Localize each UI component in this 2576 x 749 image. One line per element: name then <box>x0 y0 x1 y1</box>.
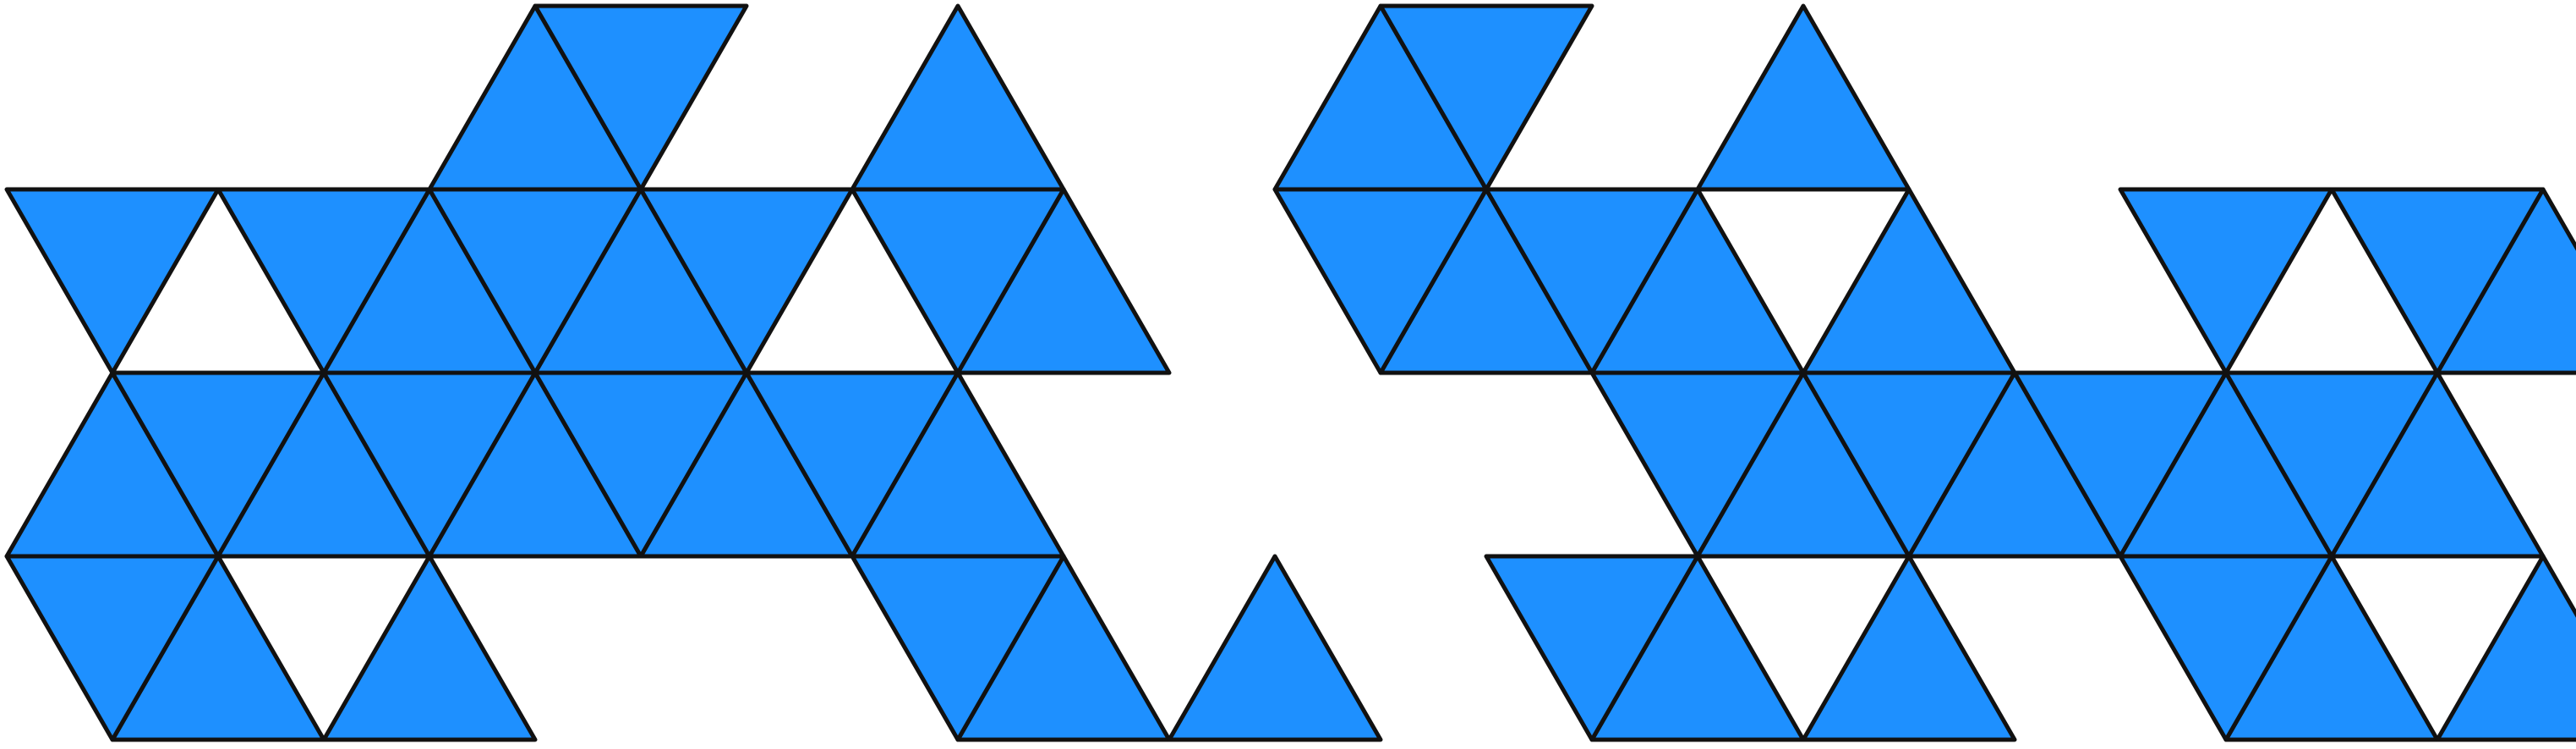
shape-left-triangle <box>4 187 221 375</box>
shape-right-triangle <box>2329 187 2546 375</box>
shape-right-triangle <box>2435 554 2576 742</box>
shape-left-triangle <box>1167 554 1383 742</box>
shape-right-triangle <box>1801 554 2017 742</box>
shape-left-triangle <box>533 3 749 192</box>
shape-right-triangle <box>1484 554 1700 742</box>
shape-left-triangle <box>321 554 538 742</box>
shape-left-triangle <box>4 554 221 742</box>
shape-left-triangle <box>850 3 1066 192</box>
shape-right-triangle <box>1695 3 1911 192</box>
shape-left-triangle <box>216 187 432 375</box>
shape-right <box>1272 3 2576 742</box>
shape-right-triangle <box>1801 187 2017 375</box>
shape-left-triangle <box>850 187 1066 375</box>
shape-right-triangle <box>1484 187 1700 375</box>
shape-right-triangle <box>1272 187 1489 375</box>
shape-left-triangle <box>638 187 855 375</box>
shape-left-triangle <box>850 554 1066 742</box>
shape-right-triangle <box>1378 3 1594 192</box>
shape-right-triangle <box>2329 370 2546 559</box>
shape-left <box>4 3 1383 742</box>
shape-right-triangle <box>2118 554 2334 742</box>
shape-left-triangle <box>427 187 643 375</box>
shape-right-triangle <box>2118 187 2334 375</box>
